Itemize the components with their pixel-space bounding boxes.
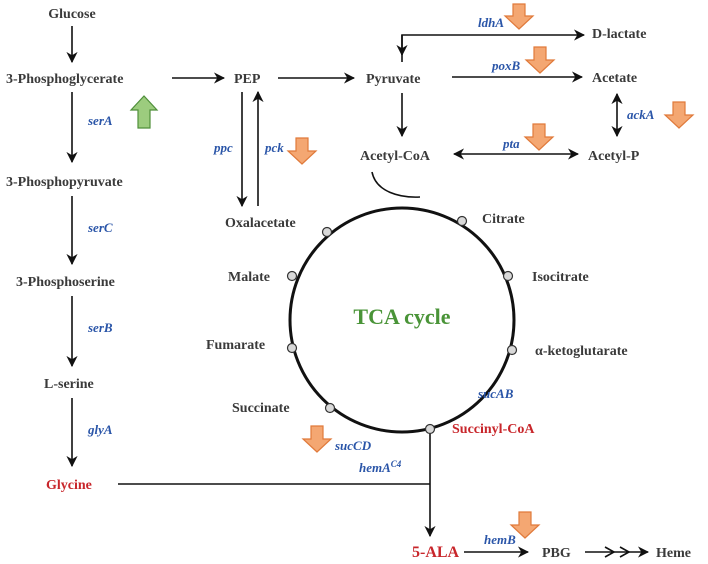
gene-hemA-superscript: C4 (391, 459, 402, 469)
gene-ldhA: ldhA (478, 15, 504, 30)
node-succinyl-coa (424, 423, 436, 435)
tca-cycle-ring (288, 206, 516, 434)
gene-hemB: hemB (484, 532, 516, 547)
tca-cycle-label: TCA cycle (353, 304, 450, 329)
metabolite-3-phosphopyruvate: 3-Phosphopyruvate (6, 175, 123, 190)
gene-hemA: hemAC4 (359, 459, 402, 475)
downregulation-arrow-ldhA-icon (503, 3, 535, 30)
gene-serC: serC (87, 220, 113, 235)
connector-acetyl-coa-to-cycle (371, 171, 421, 198)
gene-sucCD: sucCD (334, 438, 372, 453)
metabolite-acetyl-p: Acetyl-P (588, 149, 640, 164)
downregulation-arrow-poxB-icon (524, 46, 556, 74)
gene-glyA: glyA (87, 422, 113, 437)
downregulation-arrow-hemB-icon (509, 511, 541, 539)
metabolite-acetyl-coa: Acetyl-CoA (360, 149, 431, 164)
metabolite-glucose: Glucose (48, 7, 95, 22)
metabolite-fumarate: Fumarate (206, 338, 265, 353)
downregulation-arrow-ackA-icon (663, 101, 695, 129)
node-oxalacetate (321, 226, 333, 238)
metabolite-acetate: Acetate (592, 71, 637, 86)
gene-ppc: ppc (213, 140, 233, 155)
metabolite-5-ala: 5-ALA (412, 544, 460, 561)
gene-sucAB: sucAB (477, 386, 514, 401)
metabolite-l-serine: L-serine (44, 377, 94, 392)
metabolite-glycine: Glycine (46, 478, 92, 493)
gene-hemA-name: hemA (359, 460, 391, 475)
gene-serB: serB (87, 320, 113, 335)
metabolite-pbg: PBG (542, 546, 571, 561)
metabolite-ketoglutarate: α-ketoglutarate (535, 344, 628, 359)
node-succinate (324, 402, 336, 414)
downregulation-arrow-pck-icon (286, 137, 318, 165)
node-ketoglutarate (506, 344, 518, 356)
metabolite-pep: PEP (234, 72, 261, 87)
gene-pta: pta (502, 136, 520, 151)
gene-ackA: ackA (627, 107, 655, 122)
node-citrate (456, 215, 468, 227)
node-fumarate (286, 342, 298, 354)
gene-serA: serA (87, 113, 113, 128)
metabolite-oxalacetate: Oxalacetate (225, 216, 296, 231)
node-isocitrate (502, 270, 514, 282)
metabolite-isocitrate: Isocitrate (532, 270, 589, 285)
multi-step-arrowheads-icon (604, 546, 631, 558)
metabolite-d-lactate: D-lactate (592, 27, 646, 42)
metabolite-citrate: Citrate (482, 212, 525, 227)
metabolite-succinyl-coa: Succinyl-CoA (452, 422, 535, 437)
gene-pck: pck (264, 140, 284, 155)
gene-poxB: poxB (491, 58, 521, 73)
metabolite-3-phosphoglycerate: 3-Phosphoglycerate (6, 72, 123, 87)
node-malate (286, 270, 298, 282)
metabolite-malate: Malate (228, 270, 270, 285)
metabolite-heme: Heme (656, 546, 691, 561)
upregulation-arrow-serA-icon (129, 95, 159, 129)
downregulation-arrow-pta-icon (523, 123, 555, 151)
metabolite-3-phosphoserine: 3-Phosphoserine (16, 275, 115, 290)
metabolite-pyruvate: Pyruvate (366, 72, 420, 87)
metabolite-succinate: Succinate (232, 401, 290, 416)
downregulation-arrow-sucCD-icon (301, 425, 333, 453)
